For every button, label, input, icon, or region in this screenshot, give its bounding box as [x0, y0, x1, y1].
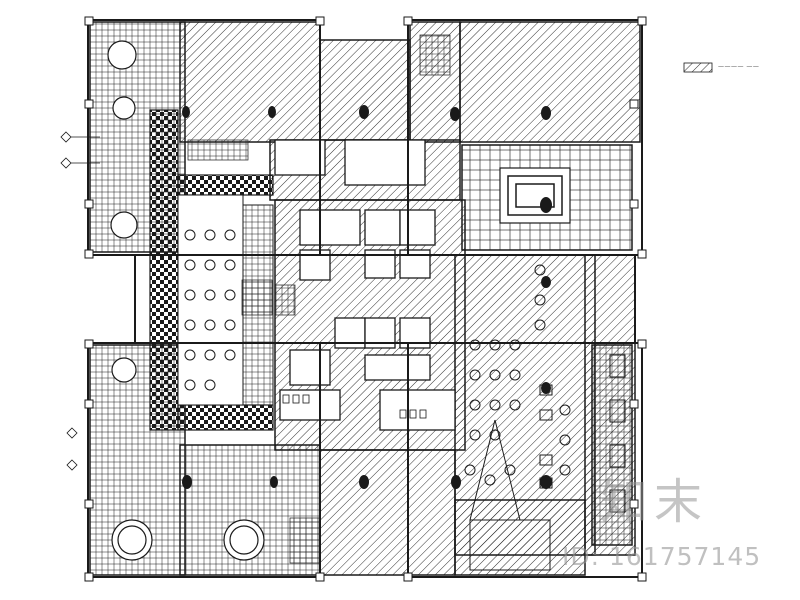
watermark-brand: 知末	[600, 474, 709, 530]
stair-icon	[187, 34, 451, 564]
square-table-icon	[184, 229, 626, 513]
watermark-id: ID: 161757145	[562, 542, 762, 571]
legend-label: ———— ——	[718, 63, 760, 70]
legend-swatch	[683, 62, 713, 73]
corner-columns	[84, 16, 647, 582]
checker-corridor	[149, 109, 274, 431]
round-dining-table-icon	[107, 40, 265, 561]
toilet-icon	[282, 394, 427, 419]
north-arrow-icon	[60, 131, 100, 471]
stage-area	[469, 419, 551, 571]
exterior-walls	[87, 19, 643, 578]
column-icon	[182, 105, 552, 489]
